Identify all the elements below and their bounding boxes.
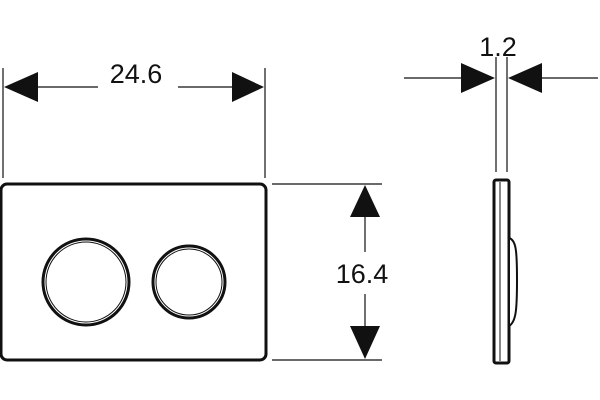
flush-plate-outline: [0, 182, 268, 362]
small-flush-button-inner-ring: [155, 248, 223, 316]
side-view: [492, 178, 519, 365]
thickness-label: 1.2: [479, 32, 517, 62]
width-arrowhead-left: [4, 72, 38, 102]
height-label: 16.4: [336, 259, 389, 289]
height-dimension: 16.4: [272, 183, 389, 361]
width-dimension: 24.6: [2, 59, 266, 178]
large-flush-button-inner-ring: [45, 241, 127, 323]
thickness-arrowhead-left: [461, 63, 495, 93]
height-arrowhead-top: [350, 185, 380, 217]
width-label: 24.6: [110, 59, 163, 89]
small-flush-button: [151, 244, 227, 320]
thickness-arrowhead-right: [508, 63, 542, 93]
large-flush-button: [41, 237, 131, 327]
thickness-dimension: 1.2: [404, 32, 598, 172]
side-button-protrusion: [508, 236, 519, 328]
front-view: [0, 182, 268, 362]
side-profile-outline: [492, 178, 511, 365]
width-arrowhead-right: [232, 72, 264, 102]
height-arrowhead-bottom: [350, 326, 380, 359]
